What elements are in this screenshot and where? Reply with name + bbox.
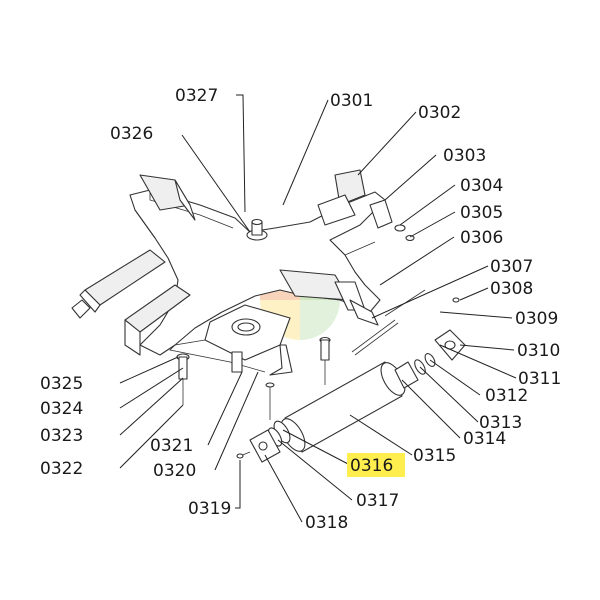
label-0319: 0319 <box>188 499 231 519</box>
label-0307: 0307 <box>490 257 533 277</box>
label-0314: 0314 <box>463 429 506 449</box>
label-0324: 0324 <box>40 399 83 419</box>
leader-lines <box>119 94 517 523</box>
lift-frame <box>71 169 460 420</box>
part-labels: 0327 0301 0302 0326 0303 0304 0305 0306 … <box>40 86 561 533</box>
label-0305: 0305 <box>460 203 503 223</box>
label-0315: 0315 <box>413 446 456 466</box>
label-0323: 0323 <box>40 426 83 446</box>
label-0311: 0311 <box>518 369 561 389</box>
label-0310: 0310 <box>517 341 560 361</box>
label-0322: 0322 <box>40 459 83 479</box>
highlight-0316 <box>347 453 405 477</box>
label-0325: 0325 <box>40 374 83 394</box>
label-0304: 0304 <box>460 176 503 196</box>
label-0308: 0308 <box>490 279 533 299</box>
hydraulic-cylinder <box>236 329 466 463</box>
label-0313: 0313 <box>479 413 522 433</box>
label-0303: 0303 <box>443 146 486 166</box>
label-0302: 0302 <box>418 103 461 123</box>
label-0318: 0318 <box>305 513 348 533</box>
label-0312: 0312 <box>485 386 528 406</box>
label-0317: 0317 <box>356 491 399 511</box>
label-0301: 0301 <box>330 91 373 111</box>
label-0309: 0309 <box>515 309 558 329</box>
label-0316: 0316 <box>350 456 393 476</box>
label-0326: 0326 <box>110 124 153 144</box>
label-0320: 0320 <box>153 461 196 481</box>
label-0306: 0306 <box>460 228 503 248</box>
label-0321: 0321 <box>150 436 193 456</box>
label-0327: 0327 <box>175 86 218 106</box>
